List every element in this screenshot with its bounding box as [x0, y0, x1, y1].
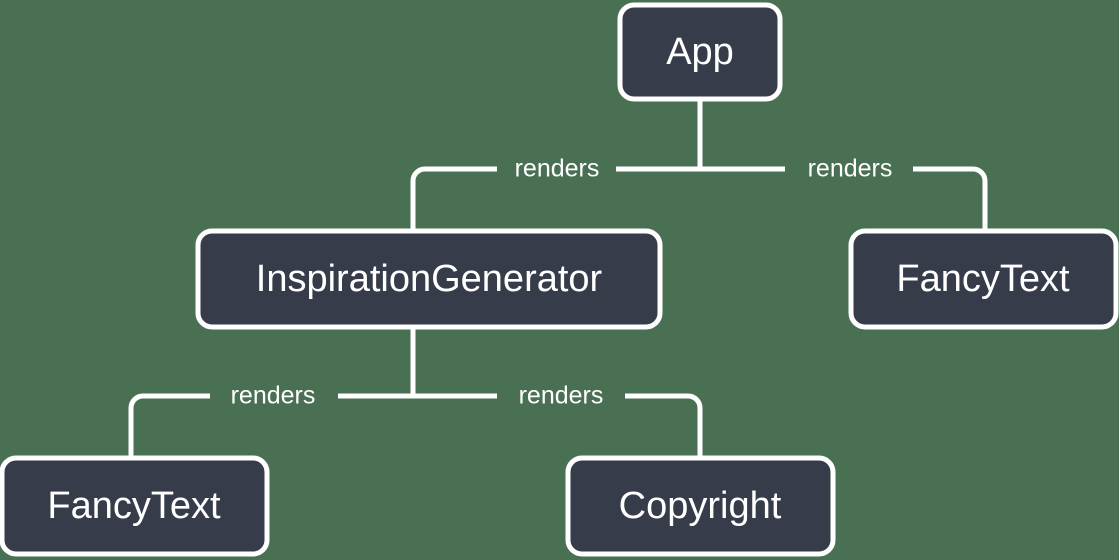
node-fancy-text-bottom-label: FancyText: [47, 485, 221, 527]
edge-inspirationgenerator-to-fancytext-seg-left: [128, 393, 210, 458]
node-inspiration-generator-label: InspirationGenerator: [256, 258, 603, 300]
node-copyright-box: [565, 455, 836, 557]
edge-label-inspirationgenerator-to-copyright: renders: [519, 382, 604, 410]
node-app[interactable]: App: [617, 2, 783, 102]
edge-label-app-to-fancytext-right: renders: [808, 155, 893, 183]
node-fancy-text-right[interactable]: FancyText: [848, 228, 1119, 330]
node-fancy-text-right-label: FancyText: [896, 258, 1070, 300]
edge-app-to-fancytext-right-seg-right: [913, 166, 988, 231]
node-inspiration-generator[interactable]: InspirationGenerator: [195, 228, 663, 330]
edge-label-app-to-inspirationgenerator: renders: [515, 155, 600, 183]
node-app-box: [617, 2, 783, 102]
edge-app-to-inspirationgenerator-seg-left: [410, 166, 497, 231]
node-fancy-text-bottom[interactable]: FancyText: [0, 455, 270, 557]
node-fancy-text-bottom-box: [0, 455, 270, 557]
edge-label-inspirationgenerator-to-fancytext: renders: [231, 382, 316, 410]
node-inspiration-generator-box: [195, 228, 663, 330]
node-app-label: App: [666, 31, 734, 73]
node-copyright[interactable]: Copyright: [565, 455, 836, 557]
node-fancy-text-right-box: [848, 228, 1119, 330]
edge-inspirationgenerator-to-copyright-seg-right: [625, 393, 703, 458]
node-copyright-label: Copyright: [619, 485, 782, 527]
